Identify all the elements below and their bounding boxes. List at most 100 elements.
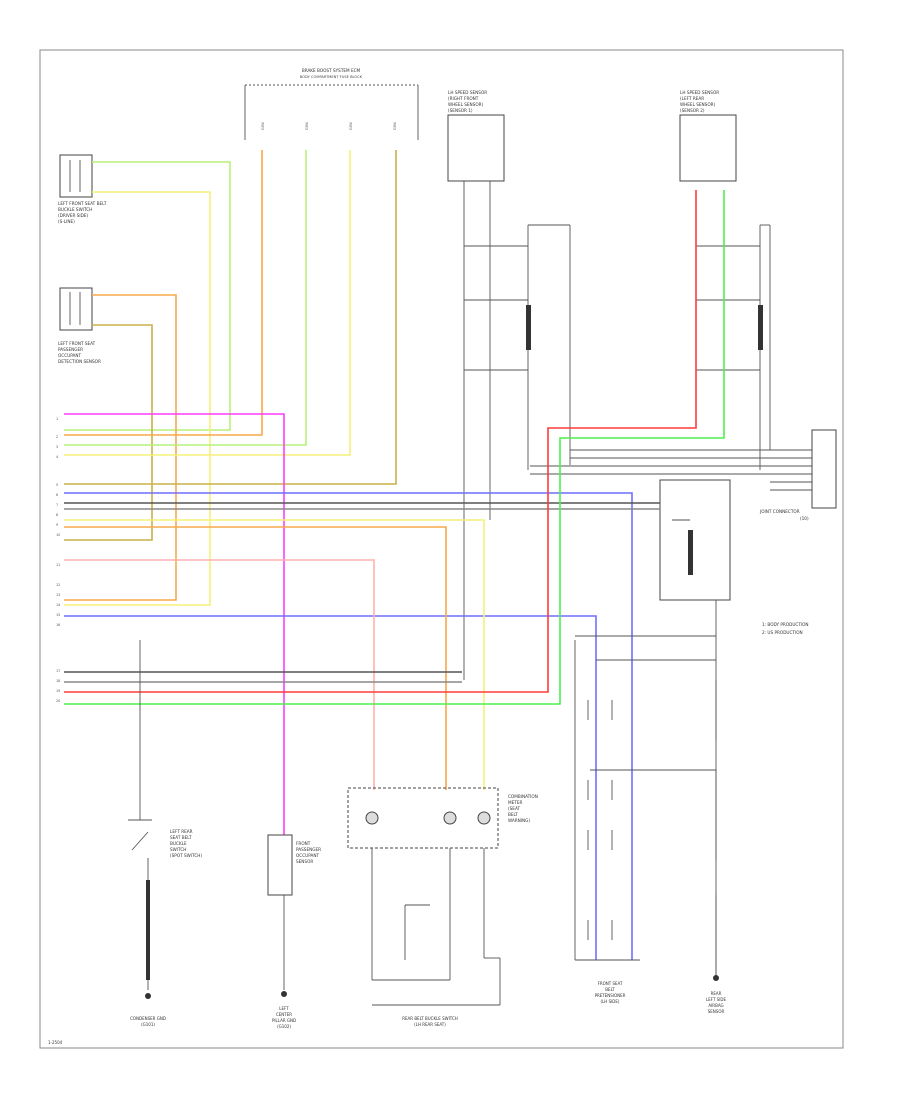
wire-ecm-3 bbox=[64, 150, 351, 456]
left-rear-switch-label-3: BUCKLE bbox=[170, 841, 187, 846]
svg-text:3: 3 bbox=[56, 445, 58, 449]
caption-rear-airbag-1: REAR bbox=[711, 991, 722, 996]
wire-orange-1 bbox=[64, 294, 177, 601]
upper-mid-label-3: WHEEL SENSOR) bbox=[448, 102, 484, 107]
joint-connector: JOINT CONNECTOR (10) 1: BODY PRODUCTION … bbox=[530, 429, 837, 980]
wire-orange-2 bbox=[64, 526, 447, 790]
upper-mid-connector: LH SPEED SENSOR (RIGHT FRONT WHEEL SENSO… bbox=[447, 90, 571, 680]
left-front-switch-label-4: (S-LINE) bbox=[58, 219, 75, 224]
caption-front-belt-1: FRONT SEAT bbox=[598, 981, 623, 986]
front-passenger-label-4: SENSOR bbox=[296, 859, 313, 864]
left-rear-switch-label-1: LEFT REAR bbox=[170, 829, 193, 834]
combination-meter-label-2: METER bbox=[508, 800, 522, 805]
wire-bright-green bbox=[64, 190, 725, 705]
svg-text:13: 13 bbox=[56, 593, 60, 597]
wires bbox=[64, 150, 725, 960]
upper-mid-label-2: (RIGHT FRONT bbox=[448, 96, 479, 101]
front-passenger-label-2: PASSENGER bbox=[296, 847, 321, 852]
joint-connector-label-2: (10) bbox=[800, 516, 809, 521]
wire-green-1 bbox=[64, 161, 231, 431]
combination-meter-label-4: BELT bbox=[508, 812, 518, 817]
svg-text:5: 5 bbox=[56, 483, 58, 487]
left-rear-switch-label-5: (SPOT SWITCH) bbox=[170, 853, 202, 858]
legend-2: 2: US PRODUCTION bbox=[762, 630, 803, 635]
caption-rear-buckle-1: REAR BELT BUCKLE SWITCH bbox=[402, 1016, 458, 1021]
caption-rear-airbag-2: LEFT SIDE bbox=[706, 997, 727, 1002]
front-passenger-label-3: OCCUPANT bbox=[296, 853, 319, 858]
svg-text:8: 8 bbox=[56, 513, 58, 517]
caption-front-belt-3: PRETENSIONER bbox=[595, 993, 626, 998]
left-front-sensor-label-1: LEFT FRONT SEAT bbox=[58, 341, 96, 346]
front-passenger-label-1: FRONT bbox=[296, 841, 311, 846]
svg-text:11: 11 bbox=[56, 563, 60, 567]
combination-meter-label-5: WARNING) bbox=[508, 818, 530, 823]
caption-left-pillar-3: PILLAR GND bbox=[272, 1018, 296, 1023]
caption-left-pillar-4: (G102) bbox=[277, 1024, 291, 1029]
caption-condenser-gnd-id: (G101) bbox=[141, 1022, 155, 1027]
wire-pink bbox=[64, 559, 375, 790]
left-rear-switch-label-4: SWITCH bbox=[170, 847, 186, 852]
caption-left-pillar-2: CENTER bbox=[276, 1012, 292, 1017]
left-front-belt-switch: LEFT FRONT SEAT BELT BUCKLE SWITCH (DRIV… bbox=[58, 154, 107, 224]
wire-olive-1 bbox=[64, 324, 153, 541]
wire-magenta bbox=[64, 413, 285, 835]
rear-buckle-block: COMBINATION METER (SEAT BELT WARNING) RE… bbox=[347, 787, 538, 1027]
diagram-frame bbox=[39, 49, 844, 1049]
joint-connector-label-1: JOINT CONNECTOR bbox=[759, 509, 800, 514]
left-front-sensor-label-4: DETECTION SENSOR bbox=[58, 359, 101, 364]
upper-mid-label-4: (SENSOR 1) bbox=[448, 108, 473, 113]
left-front-occupant-sensor: LEFT FRONT SEAT PASSENGER OCCUPANT DETEC… bbox=[58, 287, 101, 364]
svg-text:20: 20 bbox=[56, 699, 60, 703]
wire-blue-1 bbox=[64, 492, 633, 960]
legend-1: 1: BODY PRODUCTION bbox=[762, 622, 809, 627]
wire-yellow-1 bbox=[64, 191, 211, 606]
left-front-switch-label-2: BUCKLE SWITCH bbox=[58, 207, 92, 212]
svg-text:7: 7 bbox=[56, 503, 58, 507]
svg-text:19: 19 bbox=[56, 689, 60, 693]
upper-right-connector: LH SPEED SENSOR (LEFT REAR WHEEL SENSOR)… bbox=[679, 90, 771, 470]
upper-right-label-3: WHEEL SENSOR) bbox=[680, 102, 716, 107]
svg-text:GRN: GRN bbox=[261, 122, 265, 130]
svg-text:18: 18 bbox=[56, 679, 60, 683]
svg-text:17: 17 bbox=[56, 669, 60, 673]
upper-mid-label-1: LH SPEED SENSOR bbox=[448, 90, 487, 95]
svg-text:14: 14 bbox=[56, 603, 60, 607]
left-front-switch-label-1: LEFT FRONT SEAT BELT bbox=[58, 201, 107, 206]
caption-condenser-gnd: CONDENSER GND bbox=[130, 1016, 166, 1021]
wire-ecm-4 bbox=[64, 150, 397, 485]
svg-text:GRN: GRN bbox=[305, 122, 309, 130]
combination-meter-label-3: (SEAT bbox=[508, 806, 520, 811]
caption-rear-airbag-3: AIRBAG bbox=[708, 1003, 723, 1008]
svg-text:GRN: GRN bbox=[393, 122, 397, 130]
svg-text:10: 10 bbox=[56, 533, 60, 537]
top-module: BRAKE BOOST SYSTEM ECM BODY COMPARTMENT … bbox=[244, 68, 419, 140]
left-rear-belt-switch: LEFT REAR SEAT BELT BUCKLE SWITCH (SPOT … bbox=[128, 640, 202, 1027]
front-belt-pretensioner: FRONT SEAT BELT PRETENSIONER (LH SIDE) bbox=[574, 640, 640, 1004]
wire-red bbox=[64, 190, 697, 693]
svg-text:9: 9 bbox=[56, 523, 58, 527]
left-front-sensor-label-2: PASSENGER bbox=[58, 347, 83, 352]
front-passenger-sensor: FRONT PASSENGER OCCUPANT SENSOR LEFT CEN… bbox=[267, 834, 321, 1029]
svg-text:16: 16 bbox=[56, 623, 60, 627]
left-front-sensor-label-3: OCCUPANT bbox=[58, 353, 81, 358]
wire-blue-2 bbox=[64, 615, 597, 960]
upper-right-label-4: (SENSOR 2) bbox=[680, 108, 705, 113]
svg-text:GRN: GRN bbox=[349, 122, 353, 130]
wire-ecm-2 bbox=[64, 150, 307, 446]
caption-left-pillar-1: LEFT bbox=[279, 1006, 289, 1011]
svg-text:6: 6 bbox=[56, 493, 58, 497]
top-module-subtitle: BODY COMPARTMENT FUSE BLOCK bbox=[300, 75, 363, 79]
footer-code: 1-2504 bbox=[48, 1040, 63, 1045]
left-rear-switch-label-2: SEAT BELT bbox=[170, 835, 192, 840]
svg-text:12: 12 bbox=[56, 583, 60, 587]
caption-front-belt-4: (LH SIDE) bbox=[601, 999, 620, 1004]
top-module-title: BRAKE BOOST SYSTEM ECM bbox=[302, 68, 361, 73]
upper-right-label-2: (LEFT REAR bbox=[680, 96, 704, 101]
caption-rear-buckle-2: (LH REAR SEAT) bbox=[414, 1022, 446, 1027]
svg-text:4: 4 bbox=[56, 455, 58, 459]
upper-right-label-1: LH SPEED SENSOR bbox=[680, 90, 719, 95]
svg-text:2: 2 bbox=[56, 435, 58, 439]
combination-meter-label-1: COMBINATION bbox=[508, 794, 538, 799]
wire-yellow-2 bbox=[64, 519, 485, 790]
